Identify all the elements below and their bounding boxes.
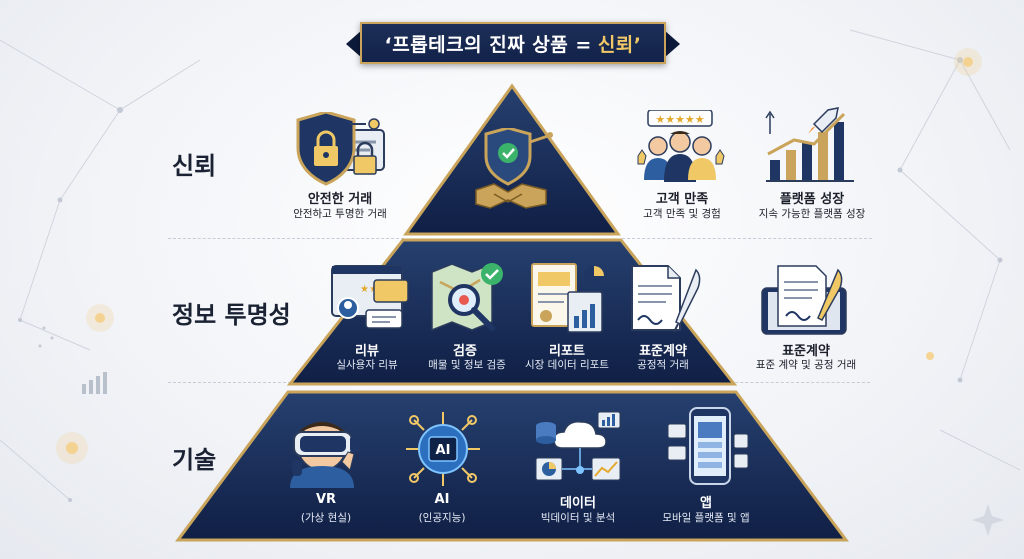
title-banner: ‘프롭테크의 진짜 상품 = 신뢰’ <box>360 22 666 64</box>
vr-subtitle: (가상 현실) <box>300 512 352 524</box>
satisfied-customers-icon: ★★★★★ <box>637 110 725 182</box>
safe-trade-subtitle: 안전하고 투명한 거래 <box>293 208 387 220</box>
contract-outer-title: 표준계약 <box>782 344 830 359</box>
report-subtitle: 시장 데이터 리포트 <box>525 359 609 371</box>
divider-mid-right <box>720 382 870 383</box>
level-label-trust: 신뢰 <box>172 152 217 180</box>
app-title: 앱 <box>700 496 712 511</box>
level-label-transparency: 정보 투명성 <box>172 301 291 329</box>
map-magnifier-check-icon <box>431 262 503 332</box>
data-title: 데이터 <box>560 496 596 511</box>
data-subtitle: 빅데이터 및 분석 <box>540 512 616 524</box>
title-accent: 신뢰’ <box>597 33 642 56</box>
level-label-technology: 기술 <box>172 446 217 474</box>
tablet-contract-icon <box>761 265 847 335</box>
report-chart-icon <box>531 263 604 333</box>
ai-chip-brain-icon: AI <box>406 412 480 486</box>
big-data-cloud-icon <box>535 411 621 481</box>
title-main: ‘프롭테크의 진짜 상품 = <box>384 33 592 56</box>
verify-title: 검증 <box>453 344 477 359</box>
divider-mid-left <box>168 382 336 383</box>
growth-subtitle: 지속 가능한 플랫폼 성장 <box>758 208 866 220</box>
ai-subtitle: (인공지능) <box>418 512 466 524</box>
rocket-growth-chart-icon <box>765 107 854 182</box>
contract-outer-subtitle: 표준 계약 및 공정 거래 <box>755 359 857 371</box>
contract-subtitle: 공정적 거래 <box>637 359 689 371</box>
satisfaction-title: 고객 만족 <box>655 192 709 207</box>
divider-top-left <box>168 238 404 239</box>
contract-quill-icon <box>631 265 701 333</box>
satisfaction-subtitle: 고객 만족 및 경험 <box>643 208 721 220</box>
app-subtitle: 모바일 플랫폼 및 앱 <box>662 512 750 524</box>
report-title: 리포트 <box>549 344 585 359</box>
handshake-shield-icon <box>475 128 553 209</box>
ai-title: AI <box>434 492 450 507</box>
contract-title: 표준계약 <box>639 344 687 359</box>
verify-subtitle: 매물 및 정보 검증 <box>428 359 506 371</box>
mobile-app-icon <box>667 407 749 485</box>
vr-headset-icon <box>290 421 360 488</box>
safe-trade-title: 안전한 거래 <box>307 192 373 207</box>
svg-text:★★★★★: ★★★★★ <box>655 113 704 126</box>
shield-lock-icon <box>296 112 385 186</box>
review-title: 리뷰 <box>355 344 379 359</box>
review-subtitle: 실사용자 리뷰 <box>336 359 398 371</box>
growth-title: 플랫폼 성장 <box>779 192 845 207</box>
banner-ribbon-right <box>664 30 680 58</box>
divider-top-right <box>622 238 872 239</box>
vr-title: VR <box>315 492 337 507</box>
svg-text:AI: AI <box>436 443 451 458</box>
review-chat-icon: ★★★ <box>331 265 409 329</box>
banner-ribbon-left <box>346 30 362 58</box>
